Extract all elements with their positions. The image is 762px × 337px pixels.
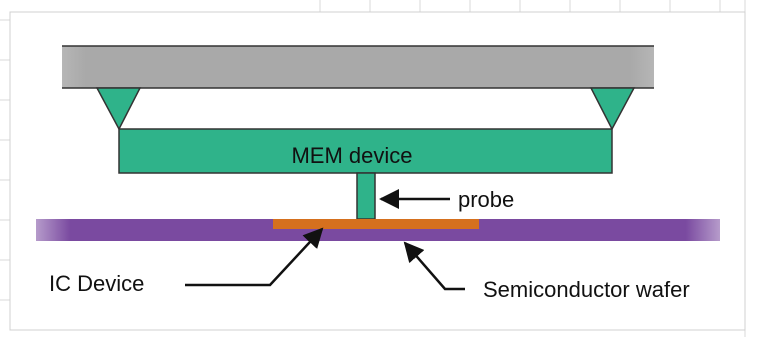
semiconductor-wafer-arrow — [403, 241, 465, 291]
mem-device-label: MEM device — [291, 143, 412, 168]
semiconductor-wafer — [36, 219, 720, 241]
support-beam — [62, 46, 654, 88]
mem-device-bar — [118, 128, 613, 174]
ic-device-label: IC Device — [49, 271, 144, 296]
probe-label: probe — [458, 187, 514, 212]
ic-device-arrow — [185, 227, 324, 287]
probe-stem — [356, 172, 376, 220]
ic-device-strip — [273, 219, 479, 229]
semiconductor-wafer-label: Semiconductor wafer — [483, 277, 690, 302]
right-anchor — [589, 87, 636, 131]
left-anchor — [95, 87, 142, 131]
